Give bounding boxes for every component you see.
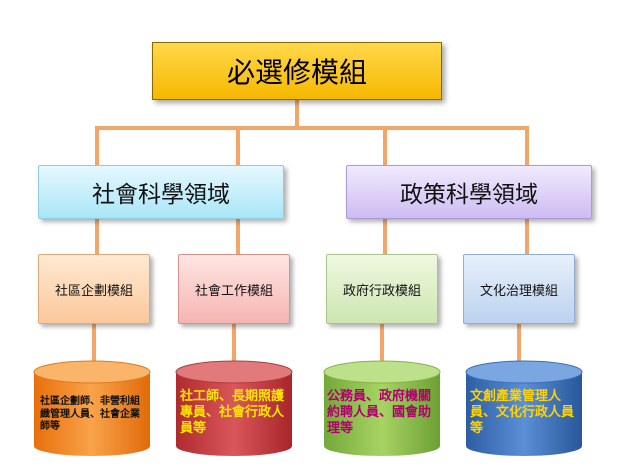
cylinder-social-work: [175, 360, 293, 456]
domain-policy-science-label: 政策科學領域: [400, 182, 538, 208]
module-social-work-label: 社會工作模組: [194, 283, 273, 299]
cylinder-cultural-governance: [465, 360, 583, 456]
module-cultural-governance-label: 文化治理模組: [479, 283, 558, 299]
root-module-label: 必選修模組: [226, 56, 367, 89]
module-social-work: 社會工作模組: [178, 254, 290, 324]
career-community-planning: 社區企劃師、非營利組織管理人員、社會企業師等: [40, 396, 140, 433]
module-cultural-governance: 文化治理模組: [463, 254, 575, 324]
domain-social-science: 社會科學領域: [38, 165, 284, 219]
cylinder-government-administration: [323, 360, 441, 456]
module-government-administration-label: 政府行政模組: [342, 283, 421, 299]
cylinder-community-planning: [33, 360, 151, 456]
module-government-administration: 政府行政模組: [326, 254, 438, 324]
module-community-planning: 社區企劃模組: [38, 254, 150, 324]
module-community-planning-label: 社區企劃模組: [54, 283, 133, 299]
career-social-work: 社工師、長期照護專員、社會行政人員等: [180, 388, 285, 437]
career-cultural-governance: 文創產業管理人員、文化行政人員等: [470, 388, 575, 437]
career-government-administration: 公務員、政府機關約聘人員、國會助理等: [327, 388, 432, 437]
domain-policy-science: 政策科學領域: [346, 165, 592, 219]
root-module-box: 必選修模組: [152, 42, 442, 100]
domain-social-science-label: 社會科學領域: [92, 182, 230, 208]
